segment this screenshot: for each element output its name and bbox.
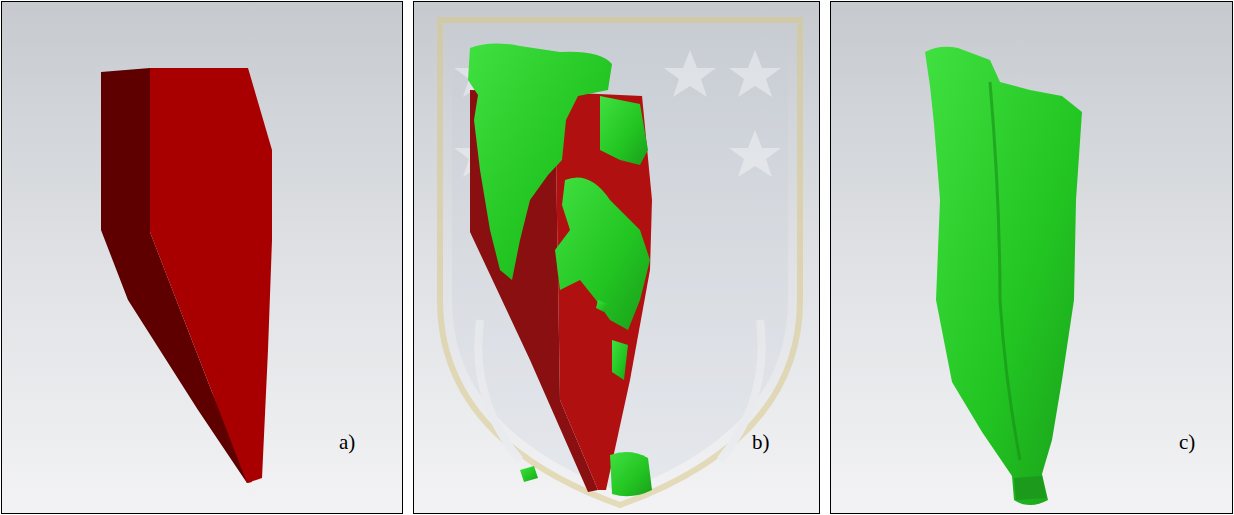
panel-ground xyxy=(414,1,819,514)
figure-panel: b) xyxy=(413,1,820,514)
red-prism xyxy=(101,68,272,483)
panel-label: b) xyxy=(752,430,770,455)
green-scan xyxy=(925,47,1082,505)
panel-label: a) xyxy=(339,430,355,455)
watermark-logo xyxy=(440,20,800,505)
panel-label: c) xyxy=(1179,430,1195,455)
panel-ground xyxy=(1,1,402,514)
green-scan xyxy=(468,43,652,496)
figure-panel: c) xyxy=(830,1,1233,514)
figure-panel: a) xyxy=(1,1,403,514)
panel-ground xyxy=(831,1,1232,514)
